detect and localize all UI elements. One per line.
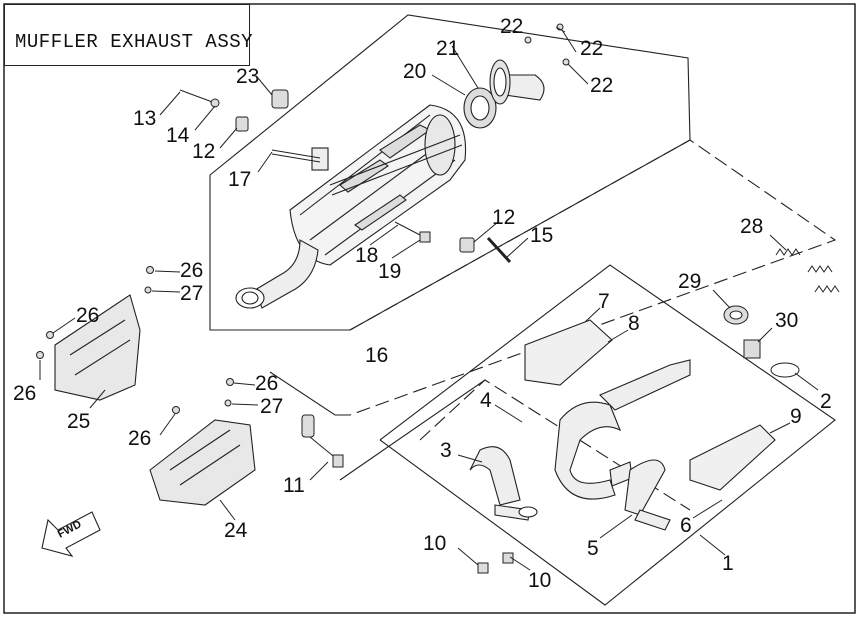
header-pipe-group-outline [379, 264, 836, 606]
diagram-title: MUFFLER EXHAUST ASSY [15, 31, 254, 53]
fasteners-26-27 [36, 266, 234, 414]
callout-26-d: 26 [255, 372, 278, 395]
mount-bracket [271, 134, 463, 196]
callout-5: 5 [587, 537, 599, 560]
callout-28: 28 [740, 215, 763, 238]
callout-26-b: 26 [76, 304, 99, 327]
callout-12-top: 12 [192, 140, 215, 163]
callout-18: 18 [355, 244, 378, 267]
callout-19: 19 [378, 260, 401, 283]
callout-23: 23 [236, 65, 259, 88]
callout-27-a: 27 [180, 282, 203, 305]
callout-22-top: 22 [500, 15, 523, 38]
callout-15: 15 [530, 224, 553, 247]
callout-3: 3 [440, 439, 452, 462]
leader-lines [39, 26, 819, 571]
callout-1: 1 [722, 552, 734, 575]
muffler-group-outline [209, 14, 691, 331]
callout-26-e: 26 [128, 427, 151, 450]
callout-20: 20 [403, 60, 426, 83]
inlet-pipe [463, 59, 545, 129]
callout-24: 24 [224, 519, 248, 542]
callout-30: 30 [775, 309, 798, 332]
callout-17: 17 [228, 168, 251, 191]
callout-26-a: 26 [180, 259, 203, 282]
callout-10-right: 10 [528, 569, 551, 592]
group-16-lead [269, 371, 350, 416]
springs [723, 248, 840, 378]
callout-22-mid: 22 [580, 37, 603, 60]
sensor-lead [339, 379, 486, 481]
callout-labels: 1 2 3 4 5 6 7 8 9 10 10 11 12 12 13 14 1… [13, 15, 832, 592]
callout-9: 9 [790, 405, 802, 428]
nuts-10 [477, 552, 514, 574]
header-pipes [469, 359, 691, 531]
callout-22-bottom: 22 [590, 74, 613, 97]
callout-10-left: 10 [423, 532, 446, 555]
callout-12-bottom: 12 [492, 206, 515, 229]
title-box: MUFFLER EXHAUST ASSY [4, 4, 254, 66]
outer-frame [3, 3, 856, 614]
callout-7: 7 [598, 290, 610, 313]
callout-27-b: 27 [260, 395, 283, 418]
header-shields [524, 319, 776, 491]
callout-4: 4 [480, 389, 492, 412]
sensor-11 [301, 414, 344, 468]
callout-16: 16 [365, 344, 388, 367]
fasteners [179, 23, 570, 264]
heat-shield-25 [54, 294, 141, 401]
fwd-arrow: FWD [41, 511, 101, 557]
callout-26-c: 26 [13, 382, 36, 405]
muffler-body [289, 104, 467, 266]
callout-13: 13 [133, 107, 156, 130]
callout-8: 8 [628, 312, 640, 335]
tail-pipe [235, 239, 319, 309]
heat-shield-24 [149, 419, 256, 506]
muffler-group-outline-left [209, 175, 350, 331]
callout-11: 11 [283, 474, 305, 497]
callout-21: 21 [436, 37, 459, 60]
callout-25: 25 [67, 410, 90, 433]
callout-14: 14 [166, 124, 190, 147]
callout-2: 2 [820, 390, 832, 413]
callout-29: 29 [678, 270, 701, 293]
callout-6: 6 [680, 514, 692, 537]
